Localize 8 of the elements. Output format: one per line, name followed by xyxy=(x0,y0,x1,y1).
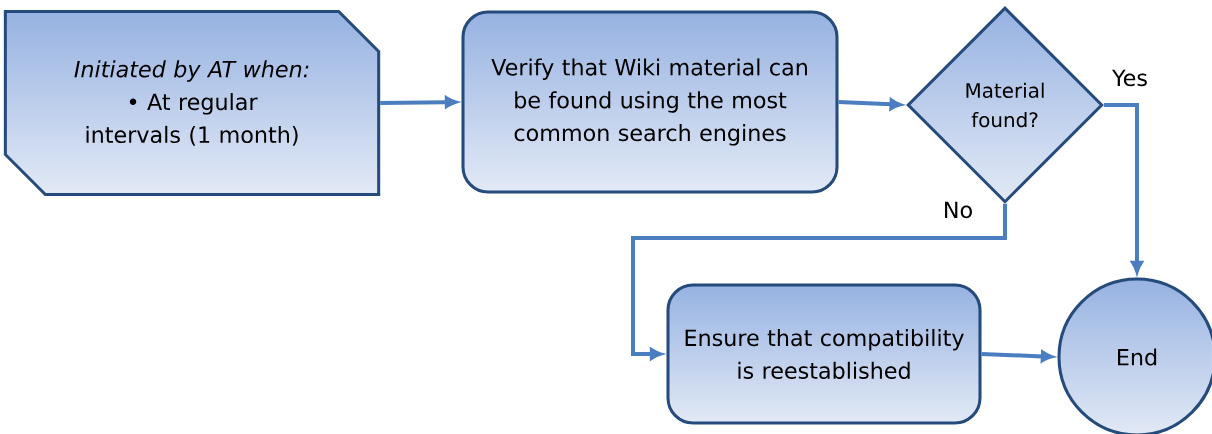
arrow xyxy=(631,203,1007,360)
arrow xyxy=(981,350,1054,363)
edge-label: Yes xyxy=(1109,67,1151,89)
process-box: Ensure that compatibility is reestablished xyxy=(666,283,982,425)
arrow xyxy=(380,96,458,109)
trigger-box: Initiated by AT when: • At regular intervals (1 month) xyxy=(3,9,381,196)
process-box: Verify that Wiki material can be found using the most common search engines xyxy=(461,10,839,194)
arrow xyxy=(1103,103,1143,274)
